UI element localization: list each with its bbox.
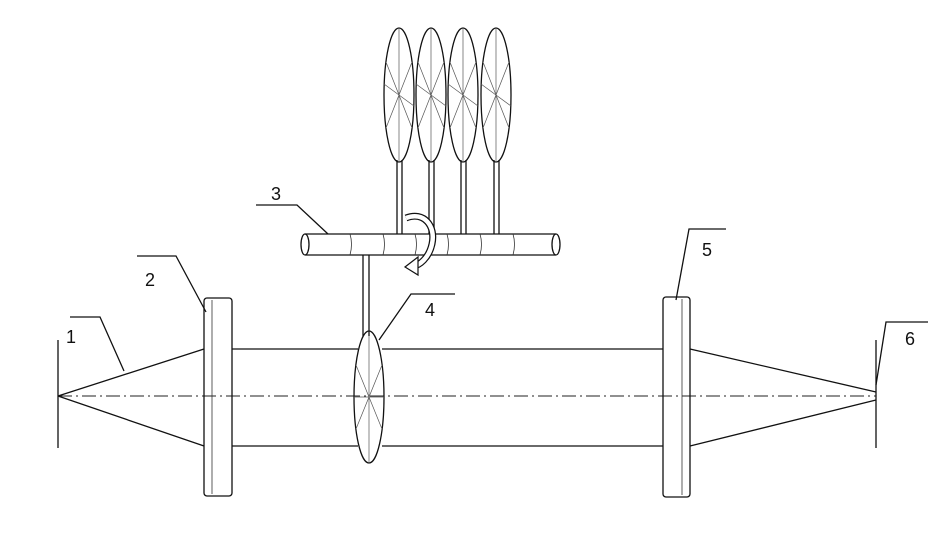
- filter-wheel-disc-1: [383, 27, 415, 163]
- filter-wheel-disc-2: [415, 27, 447, 163]
- collimated-beam: [232, 348, 663, 447]
- focusing-lens: [662, 296, 691, 498]
- filter-wheel-disc-4: [480, 27, 512, 163]
- label-6: 6: [905, 329, 915, 349]
- filter-rods: [396, 160, 500, 234]
- rotation-arrow-icon: [403, 212, 437, 277]
- filter-disc-in-beam: [353, 330, 385, 464]
- label-2: 2: [145, 270, 155, 290]
- input-beam-cone: [57, 348, 205, 447]
- collimating-lens: [203, 297, 233, 497]
- filter-wheel-disc-3: [447, 27, 479, 163]
- label-4: 4: [425, 300, 435, 320]
- output-beam-cone: [689, 348, 877, 447]
- label-3: 3: [271, 184, 281, 204]
- label-5: 5: [702, 240, 712, 260]
- leader-lines: [70, 204, 928, 386]
- label-1: 1: [66, 327, 76, 347]
- filter-support-rod: [362, 255, 370, 336]
